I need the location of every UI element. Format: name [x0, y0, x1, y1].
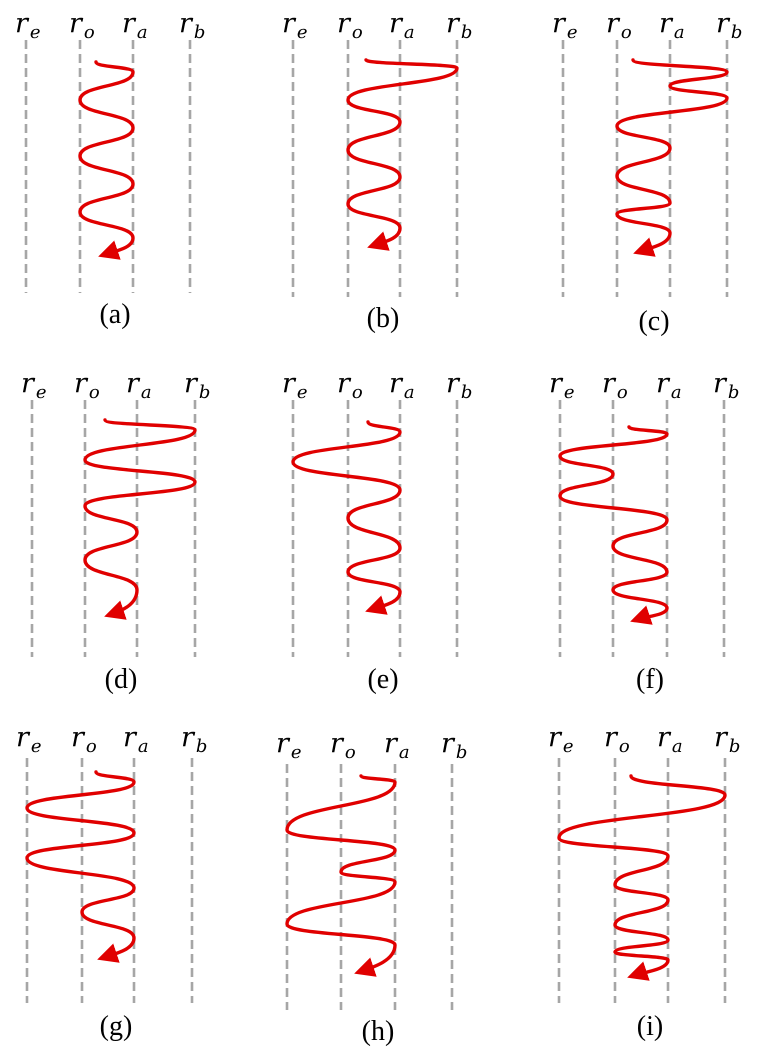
panel-caption: (d) [105, 664, 138, 695]
trajectory-curve [558, 425, 669, 625]
panel-caption: (e) [367, 664, 398, 695]
trajectory-curve [25, 770, 136, 963]
panel-caption: (b) [367, 303, 400, 334]
panel-caption: (i) [637, 1011, 663, 1042]
panel-caption: (h) [362, 1016, 395, 1047]
panel-caption: (a) [99, 299, 130, 330]
panel-caption: (g) [100, 1011, 133, 1042]
panel-caption: (c) [638, 306, 669, 337]
trajectory-curve [557, 774, 727, 981]
trajectory-curve [83, 418, 197, 620]
trajectory-curve [615, 58, 729, 257]
trajectory-curve [346, 58, 459, 251]
trajectory-curve [78, 60, 135, 260]
panel-caption: (f) [636, 664, 664, 695]
trajectory-curve [285, 774, 397, 977]
trajectory-curve [291, 420, 402, 615]
